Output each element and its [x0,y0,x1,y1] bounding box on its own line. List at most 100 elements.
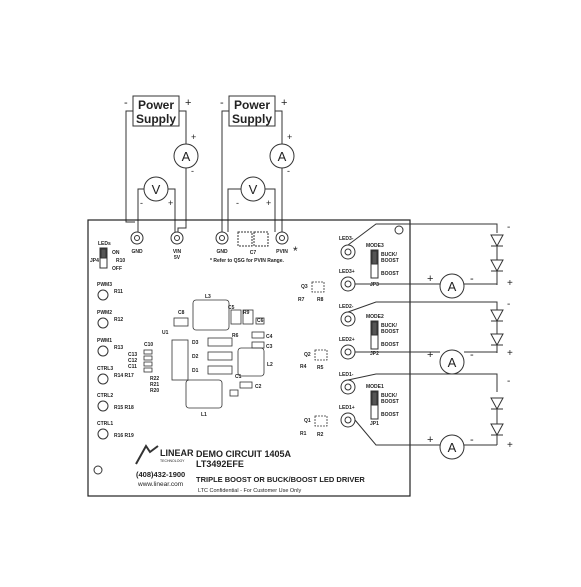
terminal-vin[interactable] [170,231,184,245]
led3-plus-terminal[interactable] [340,276,356,292]
mode2-label: MODE2 [366,314,384,320]
led-polarity-marks: - + - + - + [507,222,513,451]
ctrl1-label: CTRL1 [97,421,113,427]
power-supply-1-label: Power [138,98,174,112]
led2-string-minus: - [507,299,510,310]
r10-label: R10 [116,258,125,264]
terminal-gnd-2-label: GND [216,249,228,255]
ammeter-led2: A + - [427,349,474,375]
r22-label: R22 [150,376,159,382]
jp2-label: JP2 [370,351,379,357]
ammeter-vin: A + - [173,132,199,176]
jp4-label: JP4 [90,258,99,264]
ctrl3-testpoint[interactable] [97,373,109,385]
terminal-pvin-asterisk: * [293,244,298,258]
led-string-wiring [347,223,498,446]
supply-wiring [125,110,283,232]
d3-diode [207,337,233,347]
c11-label: C11 [128,364,137,370]
pwm2-testpoint[interactable] [97,317,109,329]
terminal-vin-sub: 5V [174,255,181,261]
led1-string-plus: + [507,440,513,451]
jp3-label: JP3 [370,282,379,288]
ammeter-led1-label: A [448,440,457,455]
jp4-jumper[interactable] [99,247,108,269]
voltmeter-vin-label: V [152,182,161,197]
c1-label: C1 [235,374,242,380]
ctrl2-label: CTRL2 [97,393,113,399]
led-port-1: LED1- LED1+ MODE1 BUCK/ BOOST BOOST JP1 [339,372,399,428]
ctrl3-label: CTRL3 [97,366,113,372]
ammeter-vin-plus: + [191,132,196,142]
leds-label: LEDs [98,241,111,247]
ammeter-led1-plus: + [427,434,433,446]
c7-footprint [237,231,253,247]
ammeter-vin-minus: - [191,166,194,176]
ammeter-pvin-label: A [278,149,287,164]
led-2b [490,333,504,347]
q3-footprint [311,281,325,293]
led1-plus-terminal[interactable] [340,412,356,428]
ammeter-led2-plus: + [427,349,433,361]
l3-inductor [192,299,230,331]
pwm3-testpoint[interactable] [97,289,109,301]
l3-label: L3 [205,294,211,300]
led1-minus-terminal[interactable] [340,379,356,395]
jp1-jumper[interactable] [370,390,379,420]
mode3-boost-2: BOOST [381,271,399,277]
terminal-gnd-1[interactable] [130,231,144,245]
pvin-range-note: * Refer to QSG for PVIN Range. [210,258,285,264]
ammeter-led3: A + - [427,273,474,299]
c12-label: C12 [128,358,137,364]
jp2-jumper[interactable] [370,320,379,350]
ctrl1-testpoint[interactable] [97,428,109,440]
mode1-boost-1: BOOST [381,399,399,405]
mounting-hole-bottom [93,465,103,475]
pwm1-testpoint[interactable] [97,345,109,357]
terminal-gnd-2[interactable] [215,231,229,245]
d3-label: D3 [192,340,199,346]
power-supply-2: Power Supply - + [220,95,287,127]
led-port-2: LED2- LED2+ MODE2 BUCK/ BOOST BOOST JP2 [339,304,399,360]
led2-plus-label: LED2+ [339,337,355,343]
led2-minus-terminal[interactable] [340,311,356,327]
voltmeter-pvin-minus: - [236,198,239,208]
mode2-boost-2: BOOST [381,342,399,348]
ctrl2-refs: R15 R18 [114,405,134,411]
mode1-boost-2: BOOST [381,412,399,418]
led3-minus-terminal[interactable] [340,244,356,260]
left-test-points: PWM3 R11 PWM2 R12 PWM1 R13 CTRL3 R14 R17… [97,282,134,440]
ammeter-led1: A + - [427,434,474,460]
mode2-buck: BUCK/ [381,323,397,329]
voltmeter-vin-minus: - [140,198,143,208]
leds-switch: LEDs JP4 ON R10 OFF [90,241,125,272]
led2-plus-terminal[interactable] [340,344,356,360]
ammeter-vin-label: A [182,149,191,164]
d1-label: D1 [192,368,199,374]
r6-label: R6 [232,333,239,339]
l2-label: L2 [267,362,273,368]
led-3b [490,259,504,280]
u1-chip [171,339,189,381]
led3-string-plus: + [507,278,513,289]
voltmeter-pvin-plus: + [266,198,271,208]
ammeter-led2-label: A [448,355,457,370]
leds-off-label: OFF [112,266,122,272]
jp3-jumper[interactable] [370,249,379,279]
ctrl2-testpoint[interactable] [97,400,109,412]
mode3-label: MODE3 [366,243,384,249]
led1-string-minus: - [507,376,510,387]
mounting-hole-top [394,225,404,235]
led-port-3: LED3- LED3+ MODE3 BUCK/ BOOST BOOST JP3 [339,236,399,292]
led3-minus-label: LED3- [339,236,354,242]
terminal-pvin[interactable] [275,231,289,245]
led-3a [490,234,504,260]
r8-label: R8 [317,297,324,303]
linear-logo: LINEAR TECHNOLOGY [135,444,194,465]
power-supply-1: Power Supply - + [124,95,191,127]
l1-inductor [185,379,223,409]
l2-inductor [237,347,265,377]
power-supply-1-plus: + [185,97,191,109]
